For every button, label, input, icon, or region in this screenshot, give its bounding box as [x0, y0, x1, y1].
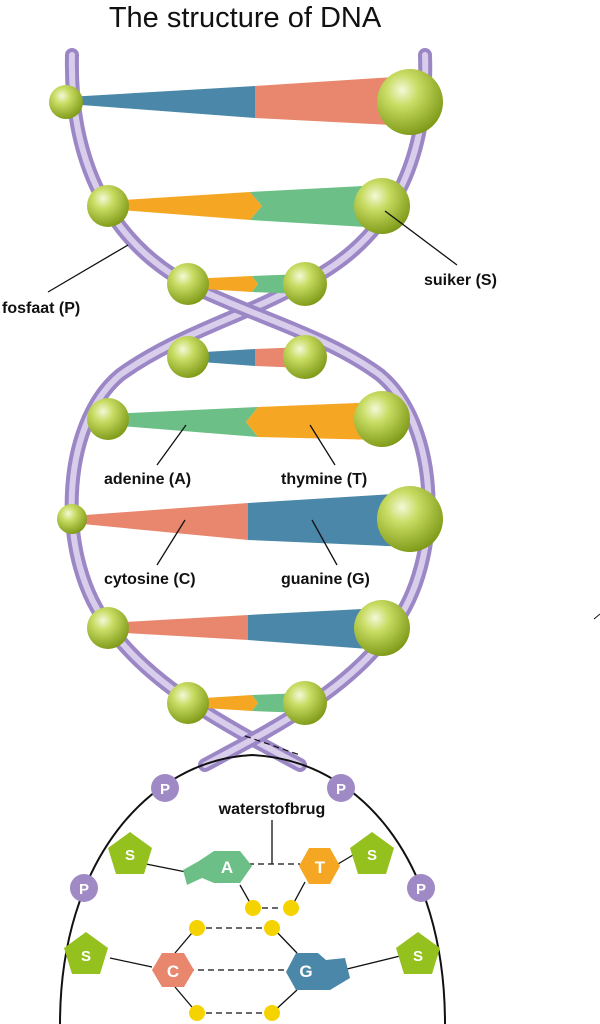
sphere — [87, 398, 129, 440]
phosphate-nodes: P P P P — [70, 774, 435, 902]
sphere — [49, 85, 83, 119]
base-guanine — [286, 953, 350, 990]
rung-2-right-base — [250, 185, 382, 228]
rung-7-right-base — [248, 608, 382, 650]
svg-text:P: P — [160, 781, 170, 798]
svg-text:T: T — [315, 858, 326, 877]
svg-text:S: S — [367, 847, 377, 864]
sphere — [377, 69, 443, 135]
rung-5-left-base — [108, 407, 258, 437]
sugar-node — [64, 932, 108, 974]
phosphate-node — [327, 774, 355, 802]
hydrogen-atoms — [189, 900, 299, 1021]
rung-6-left-base — [72, 503, 248, 540]
svg-text:S: S — [413, 948, 423, 965]
sphere — [283, 262, 327, 306]
sugar-node — [350, 832, 394, 874]
sphere — [167, 336, 209, 378]
rung-2-left-base — [108, 192, 262, 220]
sphere — [354, 600, 410, 656]
svg-text:P: P — [79, 881, 89, 898]
svg-text:C: C — [167, 962, 179, 981]
sphere — [87, 185, 129, 227]
sugar-spheres — [49, 69, 443, 725]
label-hydrogen-bond: waterstofbrug — [218, 801, 326, 818]
svg-text:P: P — [336, 781, 346, 798]
sphere — [354, 391, 410, 447]
hydrogen-atom — [283, 900, 299, 916]
phosphate-node — [70, 874, 98, 902]
phosphate-node — [407, 874, 435, 902]
hydrogen-atom — [189, 1005, 205, 1021]
sphere — [283, 681, 327, 725]
label-thymine: thymine (T) — [281, 471, 367, 488]
sugar-node — [396, 932, 440, 974]
sphere — [354, 178, 410, 234]
leader-lines — [47, 210, 458, 566]
rung-1-left-base — [68, 86, 255, 118]
svg-text:S: S — [81, 948, 91, 965]
svg-text:S: S — [125, 847, 135, 864]
helix-labels: fosfaat (P) suiker (S) adenine (A) thymi… — [2, 272, 497, 588]
hydrogen-atom — [264, 1005, 280, 1021]
label-guanine: guanine (G) — [281, 571, 370, 588]
sugar-nodes: S S S S — [64, 832, 440, 974]
detail-outer-arc — [59, 753, 446, 1024]
sphere — [283, 335, 327, 379]
base-nodes: A T C G — [152, 848, 350, 990]
rung-1-right-base — [255, 76, 410, 126]
base-thymine — [299, 848, 340, 884]
diagram-title: The structure of DNA — [108, 2, 382, 34]
phosphate-node — [151, 774, 179, 802]
label-phosphate: fosfaat (P) — [2, 300, 80, 317]
base-cytosine — [152, 953, 194, 987]
sugar-node — [108, 832, 152, 874]
hydrogen-atom — [264, 920, 280, 936]
svg-text:P: P — [416, 881, 426, 898]
label-adenine: adenine (A) — [104, 471, 191, 488]
svg-text:G: G — [299, 962, 312, 981]
rung-6-right-base — [248, 493, 410, 547]
label-cytosine: cytosine (C) — [104, 571, 196, 588]
sphere — [57, 504, 87, 534]
detail-schematic: P P P P S S S S A T — [59, 753, 446, 1024]
sphere — [167, 682, 209, 724]
svg-text:A: A — [221, 858, 233, 877]
hydrogen-atom — [189, 920, 205, 936]
rung-7-left-base — [108, 615, 248, 640]
sphere — [167, 263, 209, 305]
hydrogen-atom — [245, 900, 261, 916]
edge-mark — [593, 613, 600, 620]
sphere — [377, 486, 443, 552]
sphere — [87, 607, 129, 649]
base-adenine — [183, 851, 252, 885]
rung-5-right-base — [246, 402, 382, 440]
label-sugar: suiker (S) — [424, 272, 497, 289]
